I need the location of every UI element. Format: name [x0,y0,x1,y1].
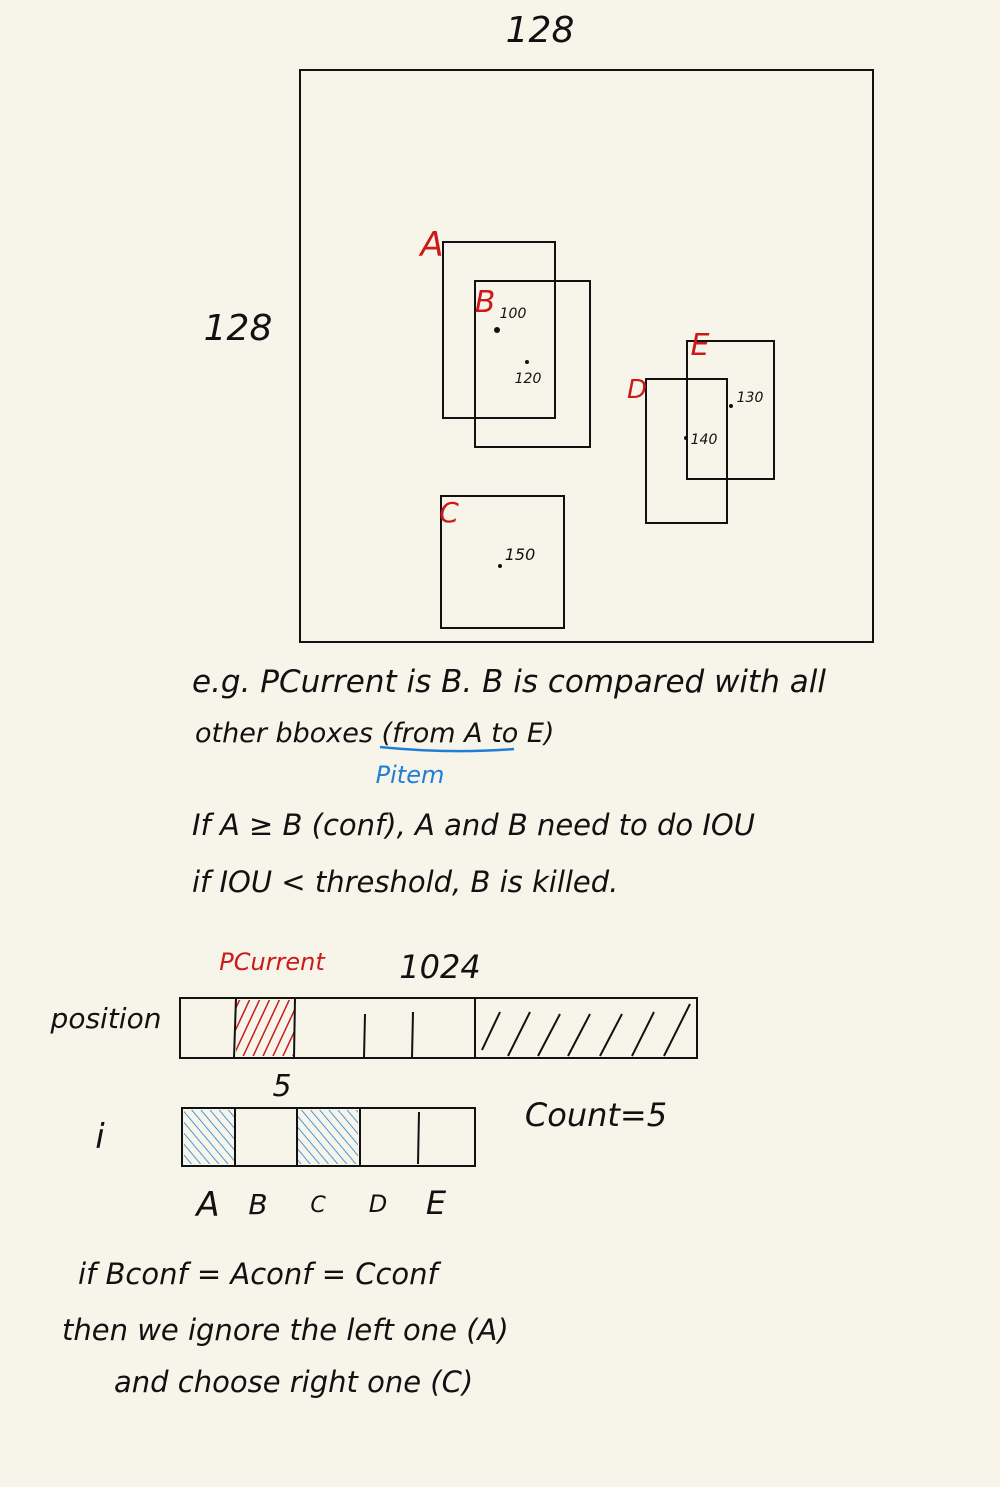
pcurrent-label: PCurrent [219,948,326,976]
i-letter-b: B [248,1188,267,1221]
bbox-d-label: D [627,375,647,405]
note-line-4: if IOU < threshold, B is killed. [192,865,618,899]
note-line-1: e.g. PCurrent is B. B is compared with a… [192,664,826,700]
bbox-e [686,340,775,480]
index-value-label: 5 [272,1069,291,1104]
canvas-width-label: 128 [506,10,575,51]
position-cell-pcurrent-hatch [236,1000,294,1056]
bbox-b-label: B [475,285,496,320]
position-divider [363,1013,366,1059]
bbox-b [474,280,591,448]
position-unused-hatch [481,1003,691,1057]
i-letter-d: D [369,1190,387,1218]
pitem-label: Pitem [376,761,445,789]
position-array [179,997,698,1059]
bbox-b-inner-point [525,360,529,364]
image-frame [299,69,874,643]
bbox-c-label: C [439,496,459,529]
count-label: Count=5 [525,1096,667,1134]
i-array [181,1107,476,1167]
i-cell-c-hatch [298,1110,358,1164]
footer-line-3: and choose right one (C) [114,1365,473,1399]
i-letter-c: C [310,1193,326,1218]
bbox-a [442,241,556,419]
bbox-c-conf: 150 [505,545,536,564]
note-line-2: other bboxes (from A to E) [195,718,554,749]
position-divider [233,997,237,1059]
position-divider [411,1011,414,1059]
i-cell-a-hatch [184,1110,234,1164]
i-label: i [95,1117,105,1157]
footer-line-2: then we ignore the left one (A) [62,1313,509,1347]
i-letter-e: E [426,1184,447,1222]
bbox-b-point [494,327,500,333]
i-letter-a: A [194,1185,219,1225]
array-size-label: 1024 [399,948,480,986]
bbox-e-conf: 130 [737,390,764,406]
bbox-e-point [729,404,733,408]
pitem-underline [379,745,515,753]
bbox-c [440,495,565,629]
canvas-height-label: 128 [204,308,273,349]
bbox-b-inner-conf: 120 [515,371,542,387]
footer-line-1: if Bconf = Aconf = Cconf [78,1257,442,1291]
bbox-b-conf: 100 [500,306,527,322]
i-divider [417,1111,420,1165]
bbox-e-label: E [691,328,710,363]
position-label: position [50,1002,162,1035]
note-line-3: If A ≥ B (conf), A and B need to do IOU [192,808,755,842]
position-divider [293,997,296,1059]
bbox-d-conf: 140 [691,432,718,448]
bbox-c-point [498,564,502,568]
bbox-a-label: A [418,225,443,265]
